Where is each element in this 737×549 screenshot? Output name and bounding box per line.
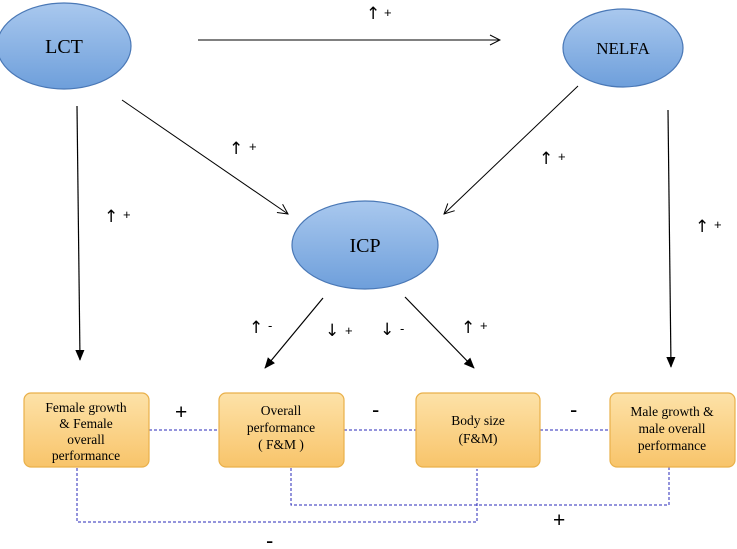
box-overall-line-1: Overall: [261, 403, 302, 418]
node-icp: ICP: [291, 200, 439, 290]
sign-minus: -: [268, 318, 272, 333]
box-male-line-2: male overall: [638, 421, 705, 436]
up-arrow-icon: ↑: [366, 4, 380, 24]
label-nelfa-icp: ↑ +: [539, 149, 566, 169]
box-female-line-3: overall: [67, 432, 105, 447]
sign-minus: -: [400, 321, 404, 336]
corr-sign-female-overall: +: [175, 401, 187, 424]
arrow-lct-to-icp: [121, 99, 288, 214]
label-icp-overall-up: ↑ -: [249, 318, 272, 338]
corr-sign-female-body-bottom: -: [266, 528, 273, 549]
box-body-line-1: Body size: [451, 413, 505, 428]
sign-plus: +: [714, 217, 722, 232]
label-lct-female: ↑ +: [104, 207, 131, 227]
up-arrow-icon: ↑: [249, 318, 263, 338]
box-body-line-2: (F&M): [458, 431, 497, 446]
arrow-icp-to-overall: [264, 297, 324, 369]
sign-plus: +: [249, 139, 257, 154]
arrow-nelfa-to-male: [666, 109, 676, 368]
corr-sign-body-male-bottom: +: [553, 509, 565, 532]
arrow-icp-to-body: [404, 296, 475, 369]
up-arrow-icon: ↑: [539, 149, 553, 169]
correlation-lines: [76, 429, 670, 523]
label-icp-body-down: ↓ -: [380, 320, 404, 340]
down-arrow-icon: ↓: [325, 321, 339, 341]
label-icp-body-up: ↑ +: [461, 318, 488, 338]
box-female-line-2: & Female: [59, 416, 113, 431]
node-lct-label: LCT: [45, 36, 83, 58]
dashed-female-body-bottom: [76, 468, 478, 523]
sign-plus: +: [480, 318, 488, 333]
up-arrow-icon: ↑: [695, 217, 709, 237]
down-arrow-icon: ↓: [380, 320, 394, 340]
box-female-line-1: Female growth: [45, 400, 127, 415]
node-nelfa: NELFA: [562, 8, 684, 88]
label-icp-overall-down: ↓ +: [325, 321, 353, 341]
up-arrow-icon: ↑: [461, 318, 475, 338]
corr-sign-body-male: -: [570, 397, 577, 422]
box-female-growth: Female growth & Female overall performan…: [23, 392, 150, 468]
label-lct-nelfa: ↑ +: [366, 4, 392, 24]
sign-plus: +: [384, 5, 392, 20]
box-male-growth: Male growth & male overall performance: [609, 392, 736, 468]
box-female-line-4: performance: [52, 448, 120, 463]
arrow-lct-to-female: [75, 105, 85, 361]
up-arrow-icon: ↑: [229, 139, 243, 159]
up-arrow-icon: ↑: [104, 207, 118, 227]
box-male-line-1: Male growth &: [630, 404, 714, 419]
node-lct: LCT: [0, 2, 132, 90]
sign-plus: +: [123, 207, 131, 222]
node-icp-label: ICP: [349, 235, 380, 257]
dashed-body-male-bottom: [290, 467, 670, 506]
box-overall-performance: Overall performance ( F&M ): [218, 392, 345, 468]
box-overall-line-2: performance: [247, 420, 315, 435]
sign-plus: +: [558, 149, 566, 164]
label-nelfa-male: ↑ +: [695, 217, 722, 237]
sign-plus: +: [345, 323, 353, 338]
label-lct-icp: ↑ +: [229, 139, 257, 159]
box-male-line-3: performance: [638, 438, 706, 453]
node-nelfa-label: NELFA: [596, 39, 650, 58]
box-body-size: Body size (F&M): [415, 392, 541, 468]
corr-sign-overall-body: -: [372, 397, 379, 422]
arrow-nelfa-to-icp: [444, 85, 579, 214]
box-overall-line-3: ( F&M ): [258, 437, 304, 452]
